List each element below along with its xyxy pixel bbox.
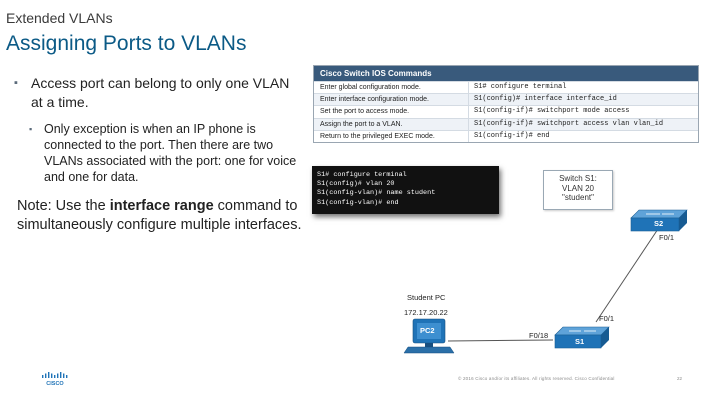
ios-commands-table: Cisco Switch IOS Commands Enter global c… bbox=[313, 65, 699, 143]
pc-label: PC2 bbox=[420, 326, 435, 335]
note-prefix: Note: Use the bbox=[17, 198, 110, 214]
command-syntax: S1(config-if)# end bbox=[474, 131, 550, 140]
ios-table-caption: Cisco Switch IOS Commands bbox=[314, 66, 698, 81]
command-syntax: S1(config-if)# switchport access vlan vl… bbox=[474, 119, 664, 128]
cli-line: S1(config)# vlan 20 bbox=[317, 180, 395, 189]
cli-line: S1(config-vlan)# name student bbox=[317, 189, 436, 198]
topology-svg bbox=[403, 209, 688, 354]
cli-terminal: S1# configure terminal S1(config)# vlan … bbox=[312, 166, 499, 214]
svg-text:CISCO: CISCO bbox=[46, 381, 64, 386]
pc-ip-address: 172.17.20.22 bbox=[404, 308, 448, 317]
bullet-text: Access port can belong to only one VLAN … bbox=[31, 75, 290, 110]
command-description: Enter interface configuration mode. bbox=[314, 94, 469, 106]
switch-s1-label: S1 bbox=[575, 337, 585, 346]
switch-s1-callout: Switch S1: VLAN 20 "student" bbox=[543, 170, 613, 210]
ios-table-body: Enter global configuration mode. S1# conf… bbox=[314, 81, 698, 142]
note-suffix: command to simultaneously configure mult… bbox=[17, 198, 302, 233]
pc2-computer-icon bbox=[403, 318, 455, 354]
command-syntax: S1(config-if)# switchport mode access bbox=[474, 107, 630, 116]
command-syntax: S1(config)# interface interface_id bbox=[474, 95, 617, 104]
command-description: Assign the port to a VLAN. bbox=[314, 118, 469, 130]
note-command: interface range bbox=[109, 198, 214, 214]
switch-s1-icon bbox=[554, 326, 610, 349]
table-row: Return to the privileged EXEC mode. S1(co… bbox=[314, 129, 698, 142]
sub-bullet-square-icon: ▪ bbox=[29, 124, 33, 134]
header-band bbox=[0, 0, 720, 64]
pc-caption: Student PC bbox=[407, 293, 446, 302]
switch-s2-icon bbox=[630, 209, 688, 232]
sub-bullet-text: Only exception is when an IP phone is co… bbox=[44, 122, 297, 184]
slide-title: Assigning Ports to VLANs bbox=[6, 32, 247, 55]
cli-line: S1(config-vlan)# end bbox=[317, 198, 399, 207]
topology-diagram: Switch S1: VLAN 20 "student" S2 F0/1 S1 … bbox=[313, 144, 703, 366]
cisco-logo-icon: CISCO bbox=[42, 372, 68, 386]
table-row: Set the port to access mode. S1(config-if… bbox=[314, 105, 698, 118]
callout-line: Switch S1: bbox=[559, 174, 597, 183]
switch-s2-label: S2 bbox=[654, 219, 664, 228]
table-row: Enter global configuration mode. S1# conf… bbox=[314, 81, 698, 94]
footer-copyright: © 2016 Cisco and/or its affiliates. All … bbox=[458, 376, 615, 381]
table-row: Assign the port to a VLAN. S1(config-if)#… bbox=[314, 117, 698, 130]
link-pc-s1 bbox=[447, 339, 554, 342]
section-label: Extended VLANs bbox=[6, 10, 113, 26]
s1-uplink-port-label: F0/1 bbox=[599, 314, 615, 323]
table-row: Enter interface configuration mode. S1(co… bbox=[314, 93, 698, 106]
s1-pc-port-label: F0/18 bbox=[529, 331, 549, 340]
bullet-list: ▪ Access port can belong to only one VLA… bbox=[14, 74, 304, 185]
cli-line: S1# configure terminal bbox=[317, 171, 407, 179]
callout-line: VLAN 20 bbox=[561, 183, 595, 193]
bullet-item: ▪ Access port can belong to only one VLA… bbox=[14, 74, 304, 112]
page-number: 22 bbox=[677, 376, 683, 381]
link-s2-s1 bbox=[595, 228, 659, 323]
note-text: Note: Use the interface range command to… bbox=[17, 197, 307, 235]
command-description: Return to the privileged EXEC mode. bbox=[314, 130, 469, 142]
s2-port-label: F0/1 bbox=[659, 233, 675, 242]
command-description: Set the port to access mode. bbox=[314, 106, 469, 118]
callout-line: "student" bbox=[562, 193, 594, 202]
sub-bullet-item: ▪ Only exception is when an IP phone is … bbox=[14, 121, 304, 185]
command-description: Enter global configuration mode. bbox=[314, 82, 469, 94]
command-syntax: S1# configure terminal bbox=[474, 83, 567, 91]
bullet-square-icon: ▪ bbox=[14, 77, 18, 89]
